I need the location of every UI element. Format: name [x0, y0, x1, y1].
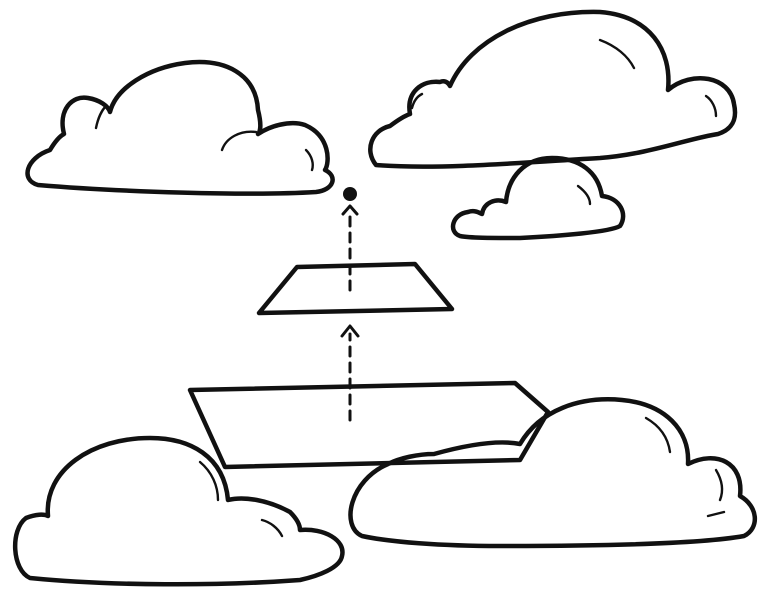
upper-dashed-arrow: [341, 187, 359, 292]
floating-platform-shape: [256, 261, 455, 316]
cloud-small-right: [450, 155, 626, 241]
lower-arrowhead: [340, 324, 360, 338]
lower-dashed-arrow: [340, 324, 360, 422]
cloud-top-left: [25, 59, 335, 196]
upper-arrowhead: [341, 204, 359, 216]
lower-platform-shape: [187, 380, 551, 470]
target-dot: [343, 187, 357, 201]
cloud-top-right: [368, 9, 738, 169]
cloud-bottom-right: [348, 397, 757, 549]
cloud-bottom-left: [12, 435, 345, 587]
